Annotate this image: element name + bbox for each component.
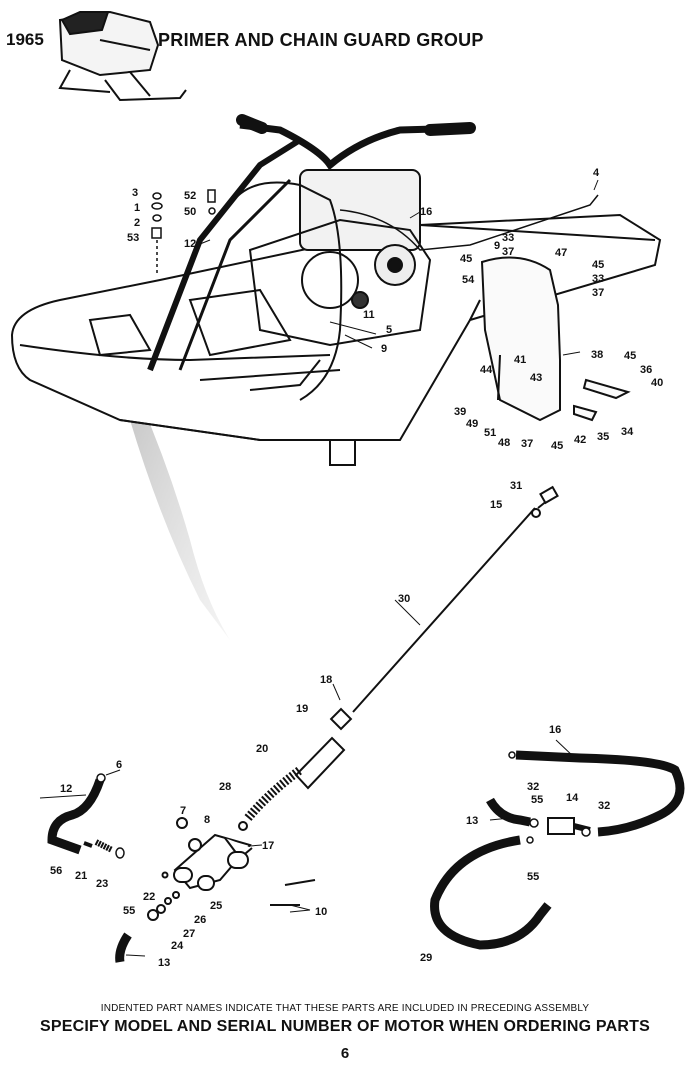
callout-40: 40	[651, 377, 663, 389]
callout-49: 49	[466, 418, 478, 430]
callout-54: 54	[462, 274, 475, 286]
callout-29: 29	[420, 952, 432, 964]
callout-50: 50	[184, 206, 196, 218]
callout-20: 20	[256, 743, 268, 755]
callout-47: 47	[555, 247, 567, 259]
callout-37a: 37	[502, 246, 514, 258]
callout-55c: 55	[123, 905, 135, 917]
left-tubing	[47, 773, 125, 859]
page-number: 6	[340, 1045, 350, 1062]
motion-haze	[130, 400, 230, 640]
callout-13b: 13	[158, 957, 170, 969]
callout-43: 43	[530, 372, 542, 384]
callout-30: 30	[398, 593, 410, 605]
callout-9a: 9	[494, 240, 500, 252]
callout-26: 26	[194, 914, 206, 926]
callout-48: 48	[498, 437, 510, 449]
callout-12a: 12	[184, 238, 196, 250]
callout-45c: 45	[624, 350, 636, 362]
chain-guard	[480, 256, 631, 422]
callout-2: 2	[134, 217, 140, 229]
callout-35: 35	[597, 431, 609, 443]
hardware-stack-left	[151, 189, 216, 275]
callout-19: 19	[296, 703, 308, 715]
callout-55b: 55	[527, 871, 539, 883]
model-year: 1965	[6, 30, 44, 49]
primer-rod	[352, 485, 559, 713]
ordering-instruction: SPECIFY MODEL AND SERIAL NUMBER OF MOTOR…	[40, 1018, 650, 1035]
callout-33a: 33	[502, 232, 514, 244]
callout-52: 52	[184, 190, 196, 202]
callout-27: 27	[183, 928, 195, 940]
callout-9b: 9	[381, 343, 387, 355]
callout-24: 24	[171, 940, 184, 952]
callout-1: 1	[134, 202, 140, 214]
callout-5: 5	[386, 324, 392, 336]
callout-18: 18	[320, 674, 332, 686]
callout-3: 3	[132, 187, 138, 199]
callout-42: 42	[574, 434, 586, 446]
callout-44: 44	[480, 364, 493, 376]
callout-31: 31	[510, 480, 522, 492]
callout-14: 14	[566, 792, 579, 804]
callout-56: 56	[50, 865, 62, 877]
callout-21: 21	[75, 870, 87, 882]
callout-41: 41	[514, 354, 526, 366]
leader-lines	[39, 179, 599, 957]
callout-17: 17	[262, 840, 274, 852]
callout-28: 28	[219, 781, 231, 793]
callout-6: 6	[116, 759, 122, 771]
callout-38: 38	[591, 349, 603, 361]
callout-37b: 37	[592, 287, 604, 299]
callout-10: 10	[315, 906, 327, 918]
callout-33b: 33	[592, 273, 604, 285]
callout-45d: 45	[551, 440, 563, 452]
callout-16b: 16	[549, 724, 561, 736]
callout-32a: 32	[527, 781, 539, 793]
page-title: PRIMER AND CHAIN GUARD GROUP	[158, 30, 484, 50]
callout-4: 4	[593, 167, 600, 179]
callout-25: 25	[210, 900, 222, 912]
callout-37c: 37	[521, 438, 533, 450]
callout-numbers: 3 1 2 53 52 50 12 16 4 9 33 37 45 47 54 …	[50, 167, 663, 969]
callout-11: 11	[363, 309, 375, 321]
callout-23: 23	[96, 878, 108, 890]
callout-45b: 45	[592, 259, 604, 271]
callout-13a: 13	[466, 815, 478, 827]
callout-45a: 45	[460, 253, 472, 265]
callout-51: 51	[484, 427, 496, 439]
callout-53: 53	[127, 232, 139, 244]
indented-parts-note: INDENTED PART NAMES INDICATE THAT THESE …	[100, 1003, 590, 1014]
callout-34: 34	[621, 426, 634, 438]
callout-55a: 55	[531, 794, 543, 806]
snowmobile-logo	[58, 10, 187, 102]
callout-12b: 12	[60, 783, 72, 795]
callout-16a: 16	[420, 206, 432, 218]
callout-39: 39	[454, 406, 466, 418]
callout-8: 8	[204, 814, 210, 826]
callout-32b: 32	[598, 800, 610, 812]
callout-36: 36	[640, 364, 652, 376]
snowmobile-chassis	[10, 114, 662, 466]
right-tubing	[430, 750, 685, 950]
callout-22: 22	[143, 891, 155, 903]
primer-pump-assembly	[115, 707, 353, 963]
callout-7: 7	[180, 805, 186, 817]
callout-15: 15	[490, 499, 502, 511]
